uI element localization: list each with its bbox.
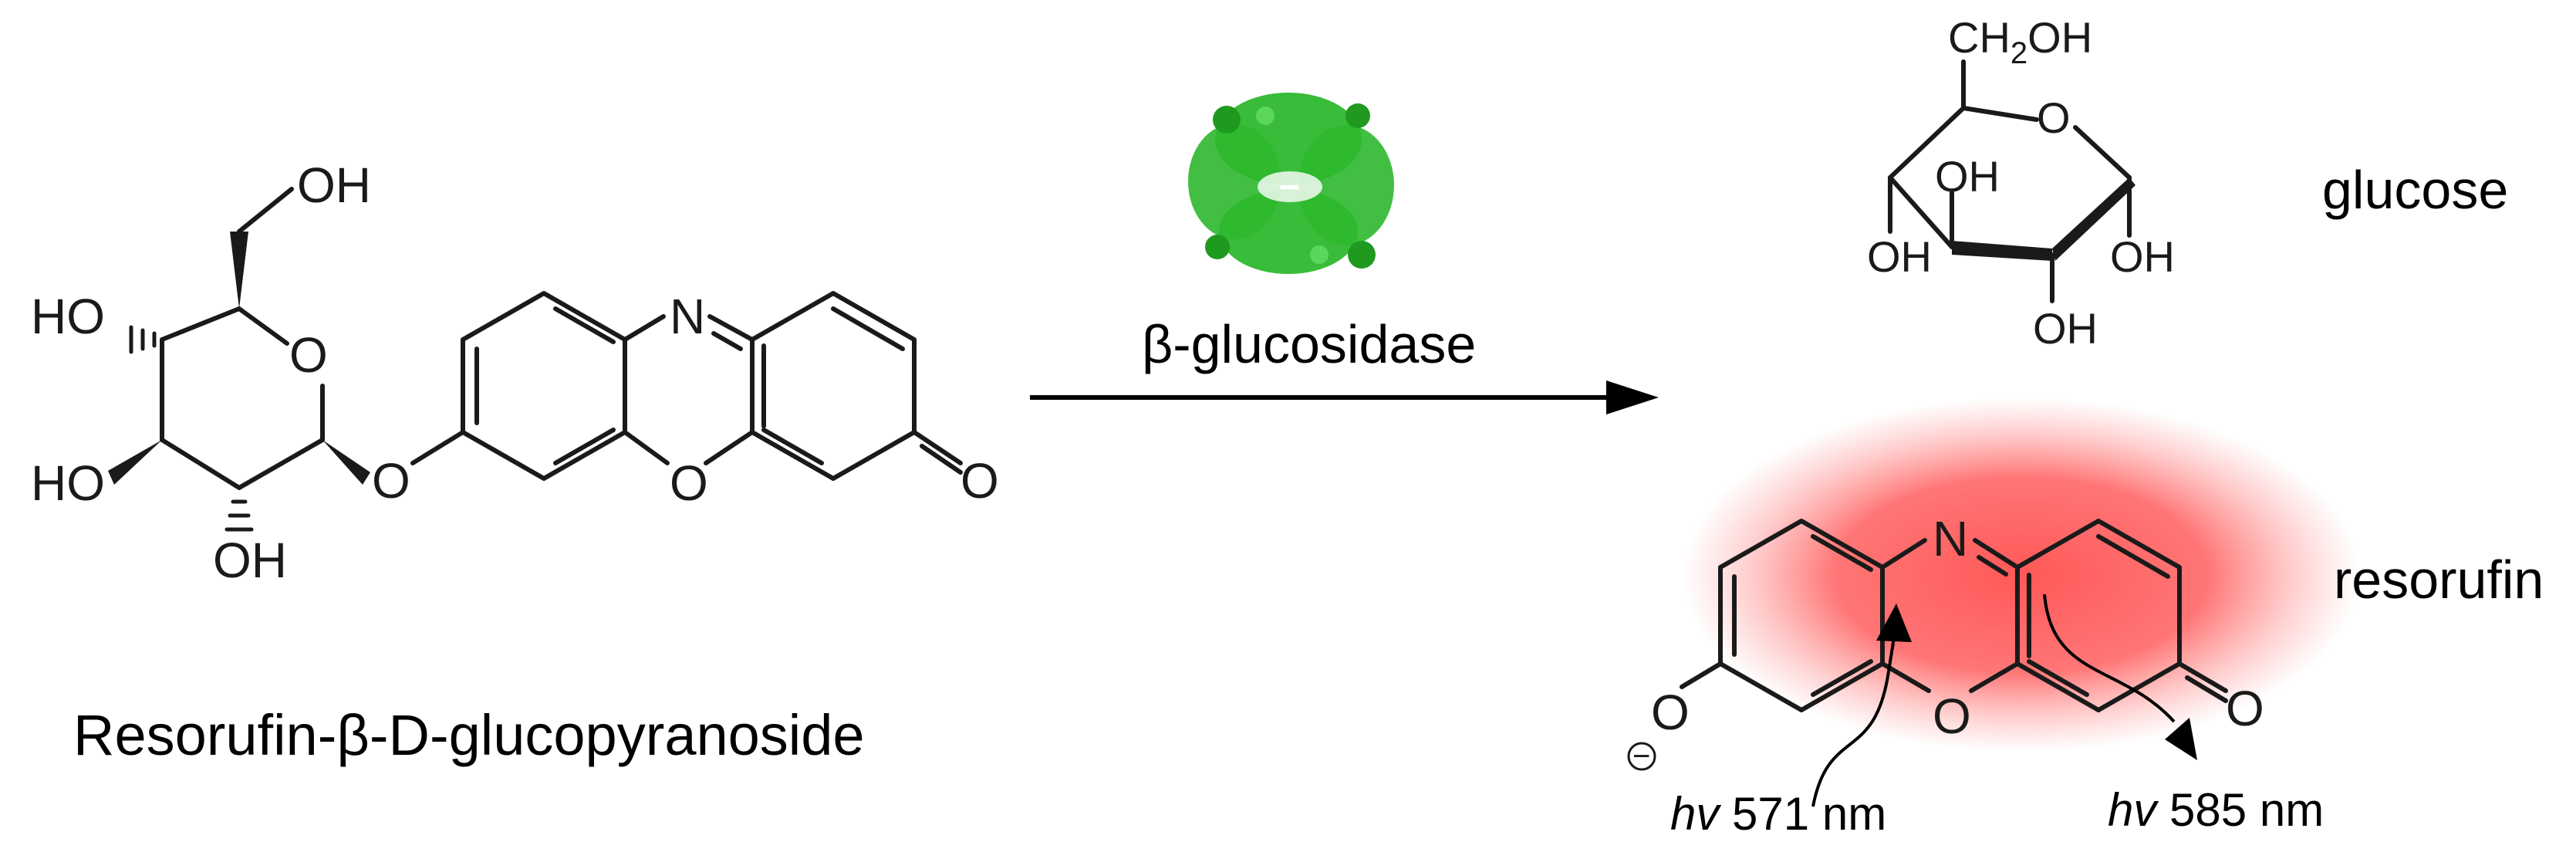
- substrate-atom-oh-bottom: OH: [213, 533, 287, 588]
- resorufin-atom-bridge-o: O: [1933, 688, 1971, 744]
- reaction-arrow-group: β-glucosidase: [1030, 93, 1659, 414]
- enzyme-label: β-glucosidase: [1142, 314, 1476, 374]
- enzyme-structure-icon: [1188, 93, 1394, 274]
- glucose-atom-ring-o: O: [2037, 93, 2071, 142]
- negative-charge-icon: [1627, 742, 1656, 771]
- emission-label: hv 585 nm: [2108, 784, 2324, 836]
- substrate-sugar-ring: [108, 187, 465, 532]
- excitation-arrowhead-icon: [1876, 604, 1912, 642]
- resorufin-charge: −: [1632, 739, 1650, 773]
- substrate-atom-ring-o: O: [289, 327, 328, 383]
- substrate-atom-ho-lower: HO: [31, 455, 105, 511]
- glucose-ch2oh: CH2OH: [1948, 13, 2092, 70]
- substrate-wedge-c5: [230, 232, 248, 309]
- glucose-atom-oh-c3: OH: [1935, 152, 2000, 201]
- resorufin-atom-carbonyl-o: O: [2226, 681, 2264, 736]
- emission-arrow: [2043, 594, 2176, 723]
- substrate-name: Resorufin-β-D-glucopyranoside: [73, 703, 865, 767]
- glucose-atom-oh-c1: OH: [2110, 232, 2175, 281]
- substrate-atom-n: N: [670, 289, 705, 344]
- excitation-arrow: [1811, 671, 1890, 807]
- glucose-bold-edge-right: [2052, 178, 2135, 261]
- substrate-wedge-c3: [108, 440, 162, 485]
- glucose-name: glucose: [2322, 160, 2508, 220]
- excitation-label: hv 571 nm: [1670, 788, 1886, 840]
- glucose-structure: CH2OH O OH OH OH OH glucose: [1867, 13, 2508, 353]
- reaction-arrow-head-icon: [1606, 380, 1659, 414]
- resorufin-name: resorufin: [2334, 550, 2544, 610]
- fluorescence-glow: [1682, 397, 2361, 752]
- substrate-phenoxazine: [461, 291, 963, 481]
- glucose-atom-oh-c2: OH: [2033, 304, 2098, 353]
- substrate-hash-c2: [225, 499, 254, 532]
- substrate-atom-carbonyl-o: O: [961, 453, 999, 509]
- substrate-wedge-c1: [322, 440, 370, 485]
- resorufin-atom-phenolate-o: O: [1651, 685, 1690, 740]
- glucose-bold-edge-front: [1952, 241, 2052, 261]
- resorufin-structure: N O O O − hv 571 nm hv 585 nm resorufin: [1627, 397, 2544, 840]
- substrate-atom-bridge-o: O: [670, 455, 708, 511]
- substrate-atom-glycosidic-o: O: [372, 453, 410, 509]
- resorufin-atom-n: N: [1933, 511, 1968, 566]
- substrate-atom-oh-top: OH: [297, 157, 371, 213]
- substrate-structure: OH HO O HO OH O N O O Resorufin-β-D-gluc…: [31, 157, 999, 767]
- glucose-atom-oh-c4: OH: [1867, 232, 1932, 281]
- substrate-atom-ho-upper: HO: [31, 289, 105, 344]
- emission-arrowhead-icon: [2165, 718, 2197, 760]
- substrate-hash-c4: [129, 325, 157, 354]
